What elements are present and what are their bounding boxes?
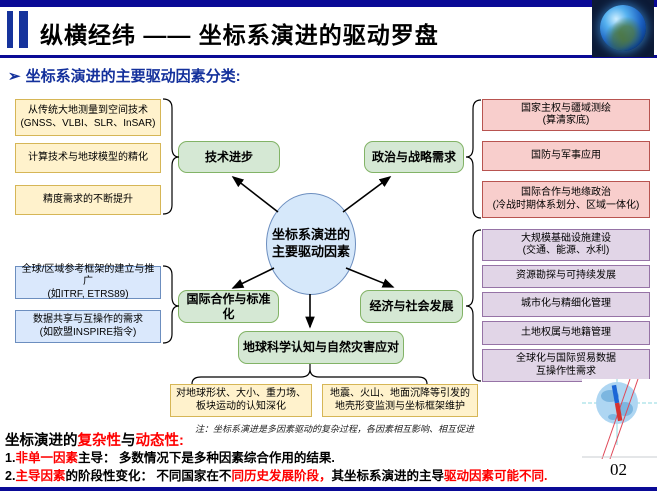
politics-item-1: 国家主权与疆域测绘 (算清家底) (482, 99, 650, 131)
politics-item-2: 国防与军事应用 (482, 141, 650, 171)
arrow-to-intl (231, 267, 275, 289)
arrow-to-politics (342, 176, 392, 213)
category-economy: 经济与社会发展 (360, 290, 463, 323)
section-heading-text: 坐标系演进的主要驱动因素分类: (25, 68, 241, 85)
top-accent-bar (0, 0, 657, 7)
summary-heading: 坐标演进的复杂性与动态性: (5, 433, 184, 449)
diagram-note: 注：坐标系演进是多因素驱动的复杂过程，各因素相互影响、相互促进 (195, 424, 475, 434)
brace-tech-group (162, 98, 180, 215)
economy-item-3: 城市化与精细化管理 (482, 292, 650, 317)
tech-item-1: 从传统大地测量到空间技术 (GNSS、VLBI、SLR、InSAR) (15, 99, 161, 136)
earth-item-2: 地震、火山、地面沉降等引发的 地壳形变监测与坐标框架维护 (322, 384, 478, 417)
earth-item-1: 对地球形状、大小、重力场、 板块运动的认知深化 (170, 384, 312, 417)
title-accent-bar-1 (7, 11, 13, 48)
economy-item-5: 全球化与国际贸易数据 互操作性需求 (482, 349, 650, 382)
brace-earth-group (191, 368, 428, 385)
intl-item-1: 全球/区域参考框架的建立与推广 (如ITRF, ETRS89) (15, 264, 161, 300)
header-divider (0, 55, 657, 58)
arrow-to-tech (231, 176, 279, 213)
center-node: 坐标系演进的 主要驱动因素 (266, 193, 356, 295)
category-intl: 国际合作与标准化 (178, 290, 279, 323)
economy-item-4: 土地权属与地籍管理 (482, 321, 650, 345)
tech-item-2: 计算技术与地球模型的精化 (15, 143, 161, 173)
globe-compass-icon (582, 379, 657, 459)
arrow-to-economy (345, 267, 395, 288)
section-heading: ➢坐标系演进的主要驱动因素分类: (8, 65, 241, 86)
summary-block: 坐标演进的复杂性与动态性: 1.非单一因素主导： 多数情况下是多种因素综合作用的… (5, 429, 605, 483)
intl-item-2: 数据共享与互操作的需求 (如欧盟INSPIRE指令) (15, 310, 161, 343)
bottom-accent-bar (0, 487, 657, 491)
category-earth: 地球科学认知与自然灾害应对 (238, 331, 404, 364)
page-title: 纵横经纬 —— 坐标系演进的驱动罗盘 (40, 22, 439, 48)
arrow-bullet-icon: ➢ (8, 68, 21, 85)
economy-item-2: 资源勘探与可持续发展 (482, 265, 650, 288)
economy-item-1: 大规模基础设施建设 (交通、能源、水利) (482, 229, 650, 261)
category-tech: 技术进步 (178, 141, 280, 173)
earth-globe-icon (600, 5, 646, 51)
brace-economy-group (465, 229, 482, 382)
earth-image (592, 0, 654, 57)
title-accent-bar-2 (19, 11, 28, 48)
brace-intl-group (162, 265, 180, 344)
category-politics: 政治与战略需求 (364, 141, 464, 173)
brace-politics-group (465, 99, 482, 219)
summary-line-1: 1.非单一因素主导： 多数情况下是多种因素综合作用的结果. (5, 451, 335, 465)
page-number: 02 (610, 460, 627, 479)
tech-item-3: 精度需求的不断提升 (15, 185, 161, 215)
politics-item-3: 国际合作与地缘政治 (冷战时期体系划分、区域一体化) (482, 181, 650, 218)
summary-line-2: 2.主导因素的阶段性变化： 不同国家在不同历史发展阶段，其坐标系演进的主导驱动因… (5, 469, 548, 483)
